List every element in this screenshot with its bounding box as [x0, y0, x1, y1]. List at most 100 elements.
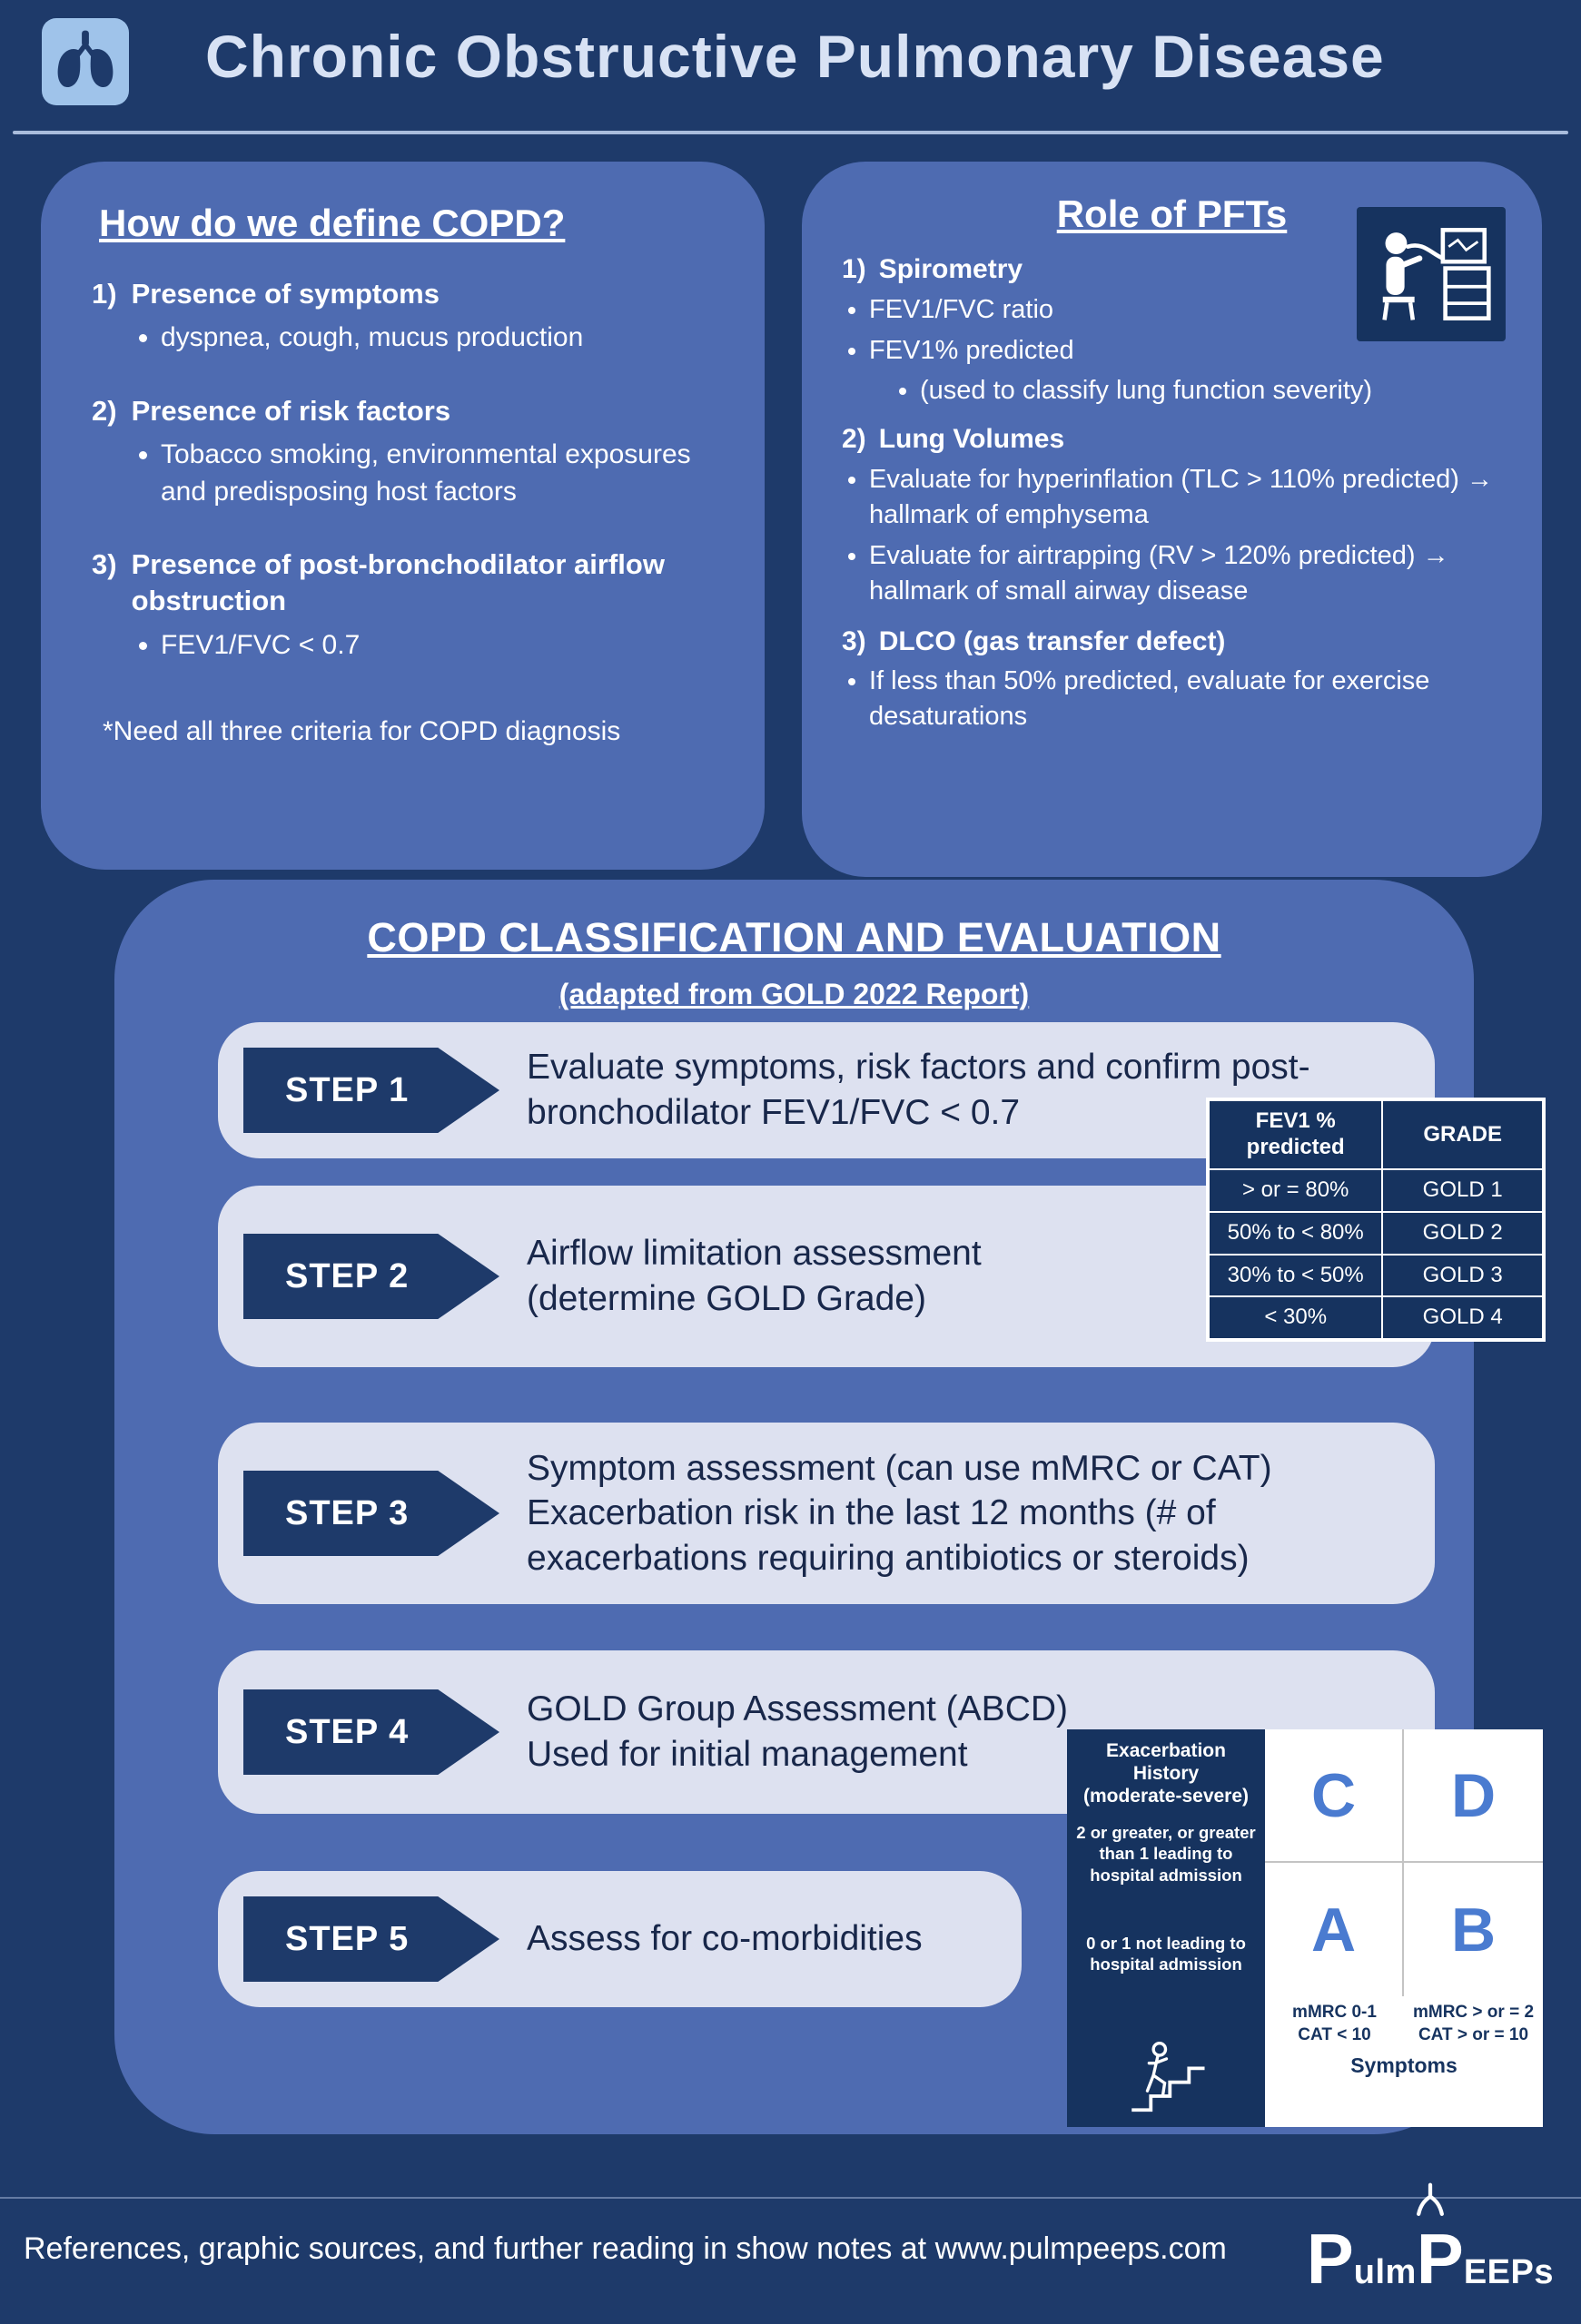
item-bullet-list: FEV1/FVC < 0.7 [137, 627, 721, 665]
item-number: 3) [92, 548, 117, 581]
section-bullet: FEV1% predicted [869, 333, 1506, 369]
abcd-row-label-low: 0 or 1 not leading to hospital admission [1086, 1933, 1246, 1974]
step-text: Airflow limitation assessment (determine… [527, 1234, 982, 1318]
gold-table-cell: 30% to < 50% [1209, 1254, 1383, 1297]
gold-abcd-chart: Exacerbation History (moderate-severe) 2… [1067, 1729, 1543, 2127]
define-panel-title: How do we define COPD? [99, 202, 566, 244]
section-bullet-list: Evaluate for hyperinflation (TLC > 110% … [842, 462, 1506, 610]
gold-table-cell: < 30% [1209, 1296, 1383, 1340]
step-arrow: STEP 5 [243, 1896, 499, 1982]
stairs-icon-graphic [1131, 2042, 1205, 2112]
item-bullet-list: dyspnea, cough, mucus production [137, 320, 721, 357]
footer-text: References, graphic sources, and further… [24, 2231, 1227, 2266]
section-number: 1) [842, 254, 866, 284]
gold-grade-table: FEV1 % predicted GRADE > or = 80% GOLD 1… [1206, 1098, 1546, 1343]
abcd-col-label-low-line1: mMRC 0-1 [1292, 2003, 1377, 2022]
step-label: STEP 1 [285, 1070, 410, 1109]
abcd-col-label-low: mMRC 0-1 CAT < 10 [1265, 2002, 1404, 2046]
abcd-y-axis-title-line2: (moderate-severe) [1082, 1785, 1250, 1807]
lungs-icon-graphic [57, 30, 114, 88]
section-number: 2) [842, 424, 866, 455]
item-heading-row: 3) Presence of post-bronchodilator airfl… [92, 547, 721, 620]
pft-panel-title: Role of PFTs [1056, 192, 1288, 235]
abcd-x-axis-title: Symptoms [1350, 2053, 1457, 2078]
abcd-quadrant-grid: C D A B [1265, 1729, 1543, 1996]
spirometry-machine-icon [1357, 207, 1506, 341]
header: Chronic Obstructive Pulmonary Disease [0, 0, 1581, 134]
role-of-pfts-panel: Role of PFTs 1) Spirometry FEV1/FV [802, 162, 1542, 877]
step-text: Evaluate symptoms, risk factors and conf… [527, 1048, 1310, 1132]
classification-panel: COPD CLASSIFICATION AND EVALUATION (adap… [114, 880, 1546, 2134]
define-item-3: 3) Presence of post-bronchodilator airfl… [84, 547, 721, 664]
step-label: STEP 4 [285, 1712, 410, 1751]
item-bullet-list: Tobacco smoking, environmental exposures… [137, 437, 721, 510]
section-bullet-list: FEV1/FVC ratio FEV1% predicted [842, 292, 1506, 369]
logo-letter-p1: P [1306, 2219, 1354, 2299]
define-footnote: *Need all three criteria for COPD diagno… [103, 716, 621, 747]
person-climbing-stairs-icon [1124, 2037, 1208, 2120]
logo-letter-p2: P [1416, 2219, 1464, 2299]
item-number: 2) [92, 394, 117, 427]
section-heading: Lung Volumes [878, 424, 1065, 455]
quadrant-c: C [1265, 1729, 1404, 1863]
abcd-y-axis-title-line1: Exacerbation History [1106, 1740, 1226, 1784]
section-bullet: Evaluate for hyperinflation (TLC > 110% … [869, 462, 1506, 533]
step-arrow: STEP 4 [243, 1689, 499, 1775]
step-text: GOLD Group Assessment (ABCD) Used for in… [527, 1689, 1069, 1774]
section-number: 3) [842, 625, 866, 656]
gold-table-cell: GOLD 1 [1382, 1169, 1543, 1212]
abcd-row-label-high: 2 or greater, or greater than 1 leading … [1076, 1823, 1256, 1885]
step-text: Assess for co-morbidities [527, 1919, 923, 1959]
section-bullet-list: If less than 50% predicted, evaluate for… [842, 664, 1506, 734]
header-divider [13, 131, 1568, 134]
section-bullet: Evaluate for airtrapping (RV > 120% pred… [869, 538, 1506, 609]
section-heading: DLCO (gas transfer defect) [878, 625, 1226, 656]
section-bullet: FEV1/FVC ratio [869, 292, 1506, 328]
item-bullet: FEV1/FVC < 0.7 [161, 627, 721, 665]
quadrant-b: B [1450, 1895, 1497, 1965]
item-heading: Presence of symptoms [131, 278, 440, 310]
item-heading: Presence of post-bronchodilator airflow … [131, 548, 665, 617]
define-item-2: 2) Presence of risk factors Tobacco smok… [84, 393, 721, 510]
logo-text-eeps: EEPs [1463, 2253, 1554, 2291]
gold-table-cell: GOLD 3 [1382, 1254, 1543, 1297]
pft-section-lung-volumes: 2) Lung Volumes Evaluate for hyperinflat… [838, 422, 1506, 609]
footer-divider [0, 2197, 1581, 2199]
define-copd-panel: How do we define COPD? 1) Presence of sy… [41, 162, 765, 870]
item-number: 1) [92, 278, 117, 310]
abcd-y-axis-column: Exacerbation History (moderate-severe) 2… [1067, 1729, 1265, 2127]
abcd-col-label-low-line2: CAT < 10 [1298, 2024, 1371, 2044]
spirometry-icon-graphic [1382, 228, 1491, 320]
abcd-y-axis-title: Exacerbation History (moderate-severe) [1076, 1740, 1256, 1807]
classification-title: COPD CLASSIFICATION AND EVALUATION [367, 914, 1221, 960]
item-heading-row: 2) Presence of risk factors [92, 393, 721, 429]
gold-table-cell: GOLD 4 [1382, 1296, 1543, 1340]
logo-lungs-icon [1416, 2182, 1444, 2216]
abcd-column-labels: mMRC 0-1 CAT < 10 mMRC > or = 2 CAT > or… [1265, 1996, 1543, 2046]
gold-table-cell: > or = 80% [1209, 1169, 1383, 1212]
lungs-icon [42, 18, 129, 105]
step-arrow: STEP 1 [243, 1048, 499, 1133]
step-label: STEP 5 [285, 1919, 410, 1958]
item-bullet: Tobacco smoking, environmental exposures… [161, 437, 721, 510]
section-heading: Spirometry [878, 254, 1023, 284]
classification-subtitle: (adapted from GOLD 2022 Report) [558, 978, 1030, 1010]
step-row-3: STEP 3 Symptom assessment (can use mMRC … [218, 1423, 1435, 1604]
section-heading-row: 2) Lung Volumes [842, 422, 1506, 457]
abcd-col-label-high-line2: CAT > or = 10 [1418, 2024, 1529, 2044]
quadrant-a: A [1265, 1863, 1404, 1996]
section-heading-row: 1) Spirometry [842, 252, 1506, 287]
abcd-col-label-high: mMRC > or = 2 CAT > or = 10 [1404, 2002, 1543, 2046]
step-arrow: STEP 3 [243, 1471, 499, 1556]
gold-table-cell: GOLD 2 [1382, 1211, 1543, 1255]
step-row-1: STEP 1 Evaluate symptoms, risk factors a… [218, 1022, 1435, 1158]
section-bullet: If less than 50% predicted, evaluate for… [869, 664, 1506, 734]
logo-text-ulm: ulm [1353, 2253, 1417, 2291]
section-sub-bullet-list: (used to classify lung function severity… [894, 374, 1506, 409]
step-row-5: STEP 5 Assess for co-morbidities [218, 1871, 1022, 2007]
gold-table-cell: 50% to < 80% [1209, 1211, 1383, 1255]
item-heading: Presence of risk factors [131, 394, 451, 427]
